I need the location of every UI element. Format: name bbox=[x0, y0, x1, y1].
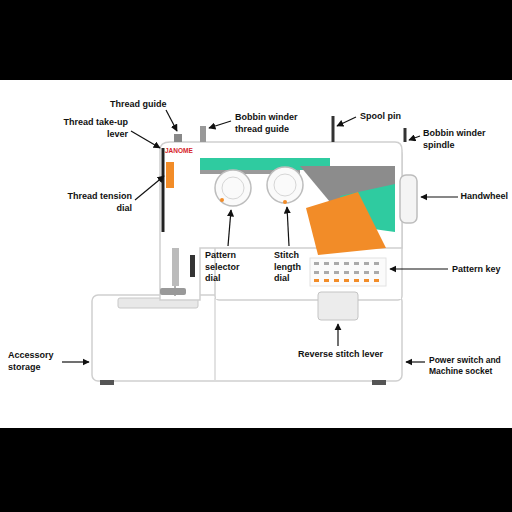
dial-mark bbox=[283, 200, 287, 204]
bottom-band bbox=[0, 428, 512, 512]
orange-accent bbox=[166, 162, 174, 188]
pattern-dial bbox=[215, 170, 251, 206]
part-label: Thread guide bbox=[110, 99, 167, 111]
handwheel-part bbox=[400, 175, 417, 223]
spindle-part bbox=[404, 128, 407, 142]
leader-line bbox=[337, 324, 338, 346]
dial-ring bbox=[222, 177, 244, 199]
leader-line bbox=[228, 210, 231, 246]
leader-line bbox=[406, 361, 425, 362]
leader-line bbox=[409, 136, 420, 140]
part-label: Pattern key bbox=[452, 264, 501, 276]
spool-pin-part bbox=[332, 116, 335, 142]
leader-line bbox=[135, 176, 164, 200]
part-label: Spool pin bbox=[360, 111, 401, 123]
dial-ring bbox=[274, 174, 296, 196]
part-label: Pattern selector dial bbox=[205, 250, 255, 285]
storage-seam bbox=[214, 298, 216, 380]
orange-panel bbox=[306, 192, 386, 255]
reverse-lever-part bbox=[318, 292, 358, 320]
winder-guide-part bbox=[200, 126, 206, 142]
leader-line bbox=[209, 121, 231, 128]
leader-line bbox=[287, 207, 289, 246]
part-label: Handwheel bbox=[460, 191, 508, 203]
leader-line bbox=[390, 268, 448, 269]
machine-foot bbox=[372, 380, 386, 385]
leader-line bbox=[62, 361, 89, 362]
machine-arm bbox=[160, 142, 402, 300]
machine-foot bbox=[100, 380, 114, 385]
part-label: Thread tension dial bbox=[52, 191, 132, 214]
part-label: Power switch and Machine socket bbox=[429, 355, 507, 377]
dial-mark bbox=[220, 198, 224, 202]
part-label: Reverse stitch lever bbox=[298, 349, 383, 361]
part-label: Bobbin winder spindle bbox=[423, 128, 498, 151]
pattern-key-part bbox=[310, 258, 386, 286]
take-up-lever bbox=[162, 148, 165, 232]
part-label: Stitch length dial bbox=[274, 250, 314, 285]
part-label: Accessory storage bbox=[8, 350, 68, 373]
part-label: Bobbin winder thread guide bbox=[235, 112, 315, 135]
leader-line bbox=[166, 110, 177, 131]
top-band bbox=[0, 0, 512, 80]
presser-foot bbox=[160, 288, 186, 295]
part-label: Thread take-up lever bbox=[40, 117, 128, 140]
brand-name: JANOME bbox=[165, 147, 193, 155]
stitch-dial bbox=[267, 167, 303, 203]
leader-line bbox=[421, 196, 458, 197]
leader-line bbox=[337, 117, 356, 126]
leader-lines bbox=[62, 110, 458, 362]
presser-lever bbox=[190, 255, 195, 277]
thread-guide-part bbox=[174, 134, 182, 142]
arm-fill bbox=[216, 249, 401, 299]
needle-bar bbox=[172, 248, 179, 286]
leader-line bbox=[131, 131, 160, 148]
